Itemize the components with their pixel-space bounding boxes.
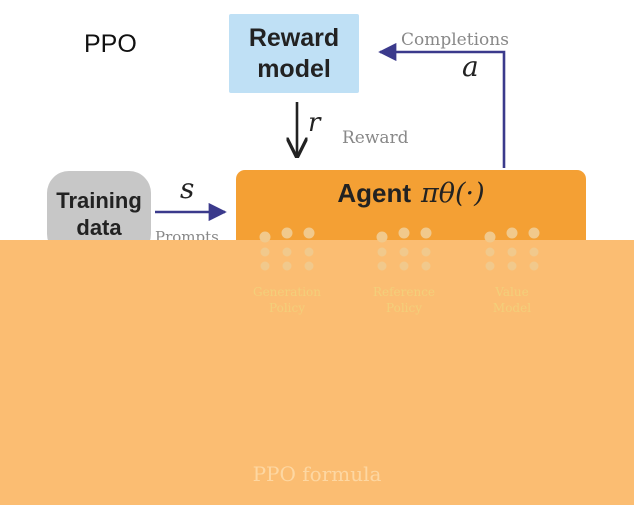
- training-data-label-line2: data: [76, 214, 122, 240]
- network-caption-value: Value Model: [492, 285, 532, 315]
- training-data-label-line1: Training: [56, 187, 142, 213]
- footer-formula-label: PPO formula: [252, 462, 382, 486]
- reward-model-label-line2: model: [257, 54, 331, 83]
- network-caption-reference: Reference Policy: [372, 285, 436, 315]
- generation-policy-network-icon: [259, 227, 315, 271]
- reference-policy-network-icon: [376, 227, 432, 271]
- occluding-overlay: [0, 240, 634, 505]
- state-symbol: s: [180, 172, 195, 205]
- reward-label: Reward: [342, 128, 409, 148]
- reward-model-label-line1: Reward: [248, 23, 340, 52]
- agent-label-text: Agent: [337, 178, 411, 208]
- completions-label: Completions: [401, 30, 509, 50]
- network-caption-generation: Generation Policy: [252, 285, 322, 315]
- agent-label: Agent πθ(·): [236, 178, 586, 209]
- completions-arrow: [378, 42, 506, 168]
- page-title: PPO: [84, 30, 137, 58]
- action-symbol: a: [462, 50, 479, 83]
- agent-policy-symbol: πθ(·): [421, 178, 485, 209]
- reward-model-box: Reward model: [229, 14, 359, 93]
- reward-symbol: r: [308, 108, 321, 138]
- value-model-network-icon: [484, 227, 540, 271]
